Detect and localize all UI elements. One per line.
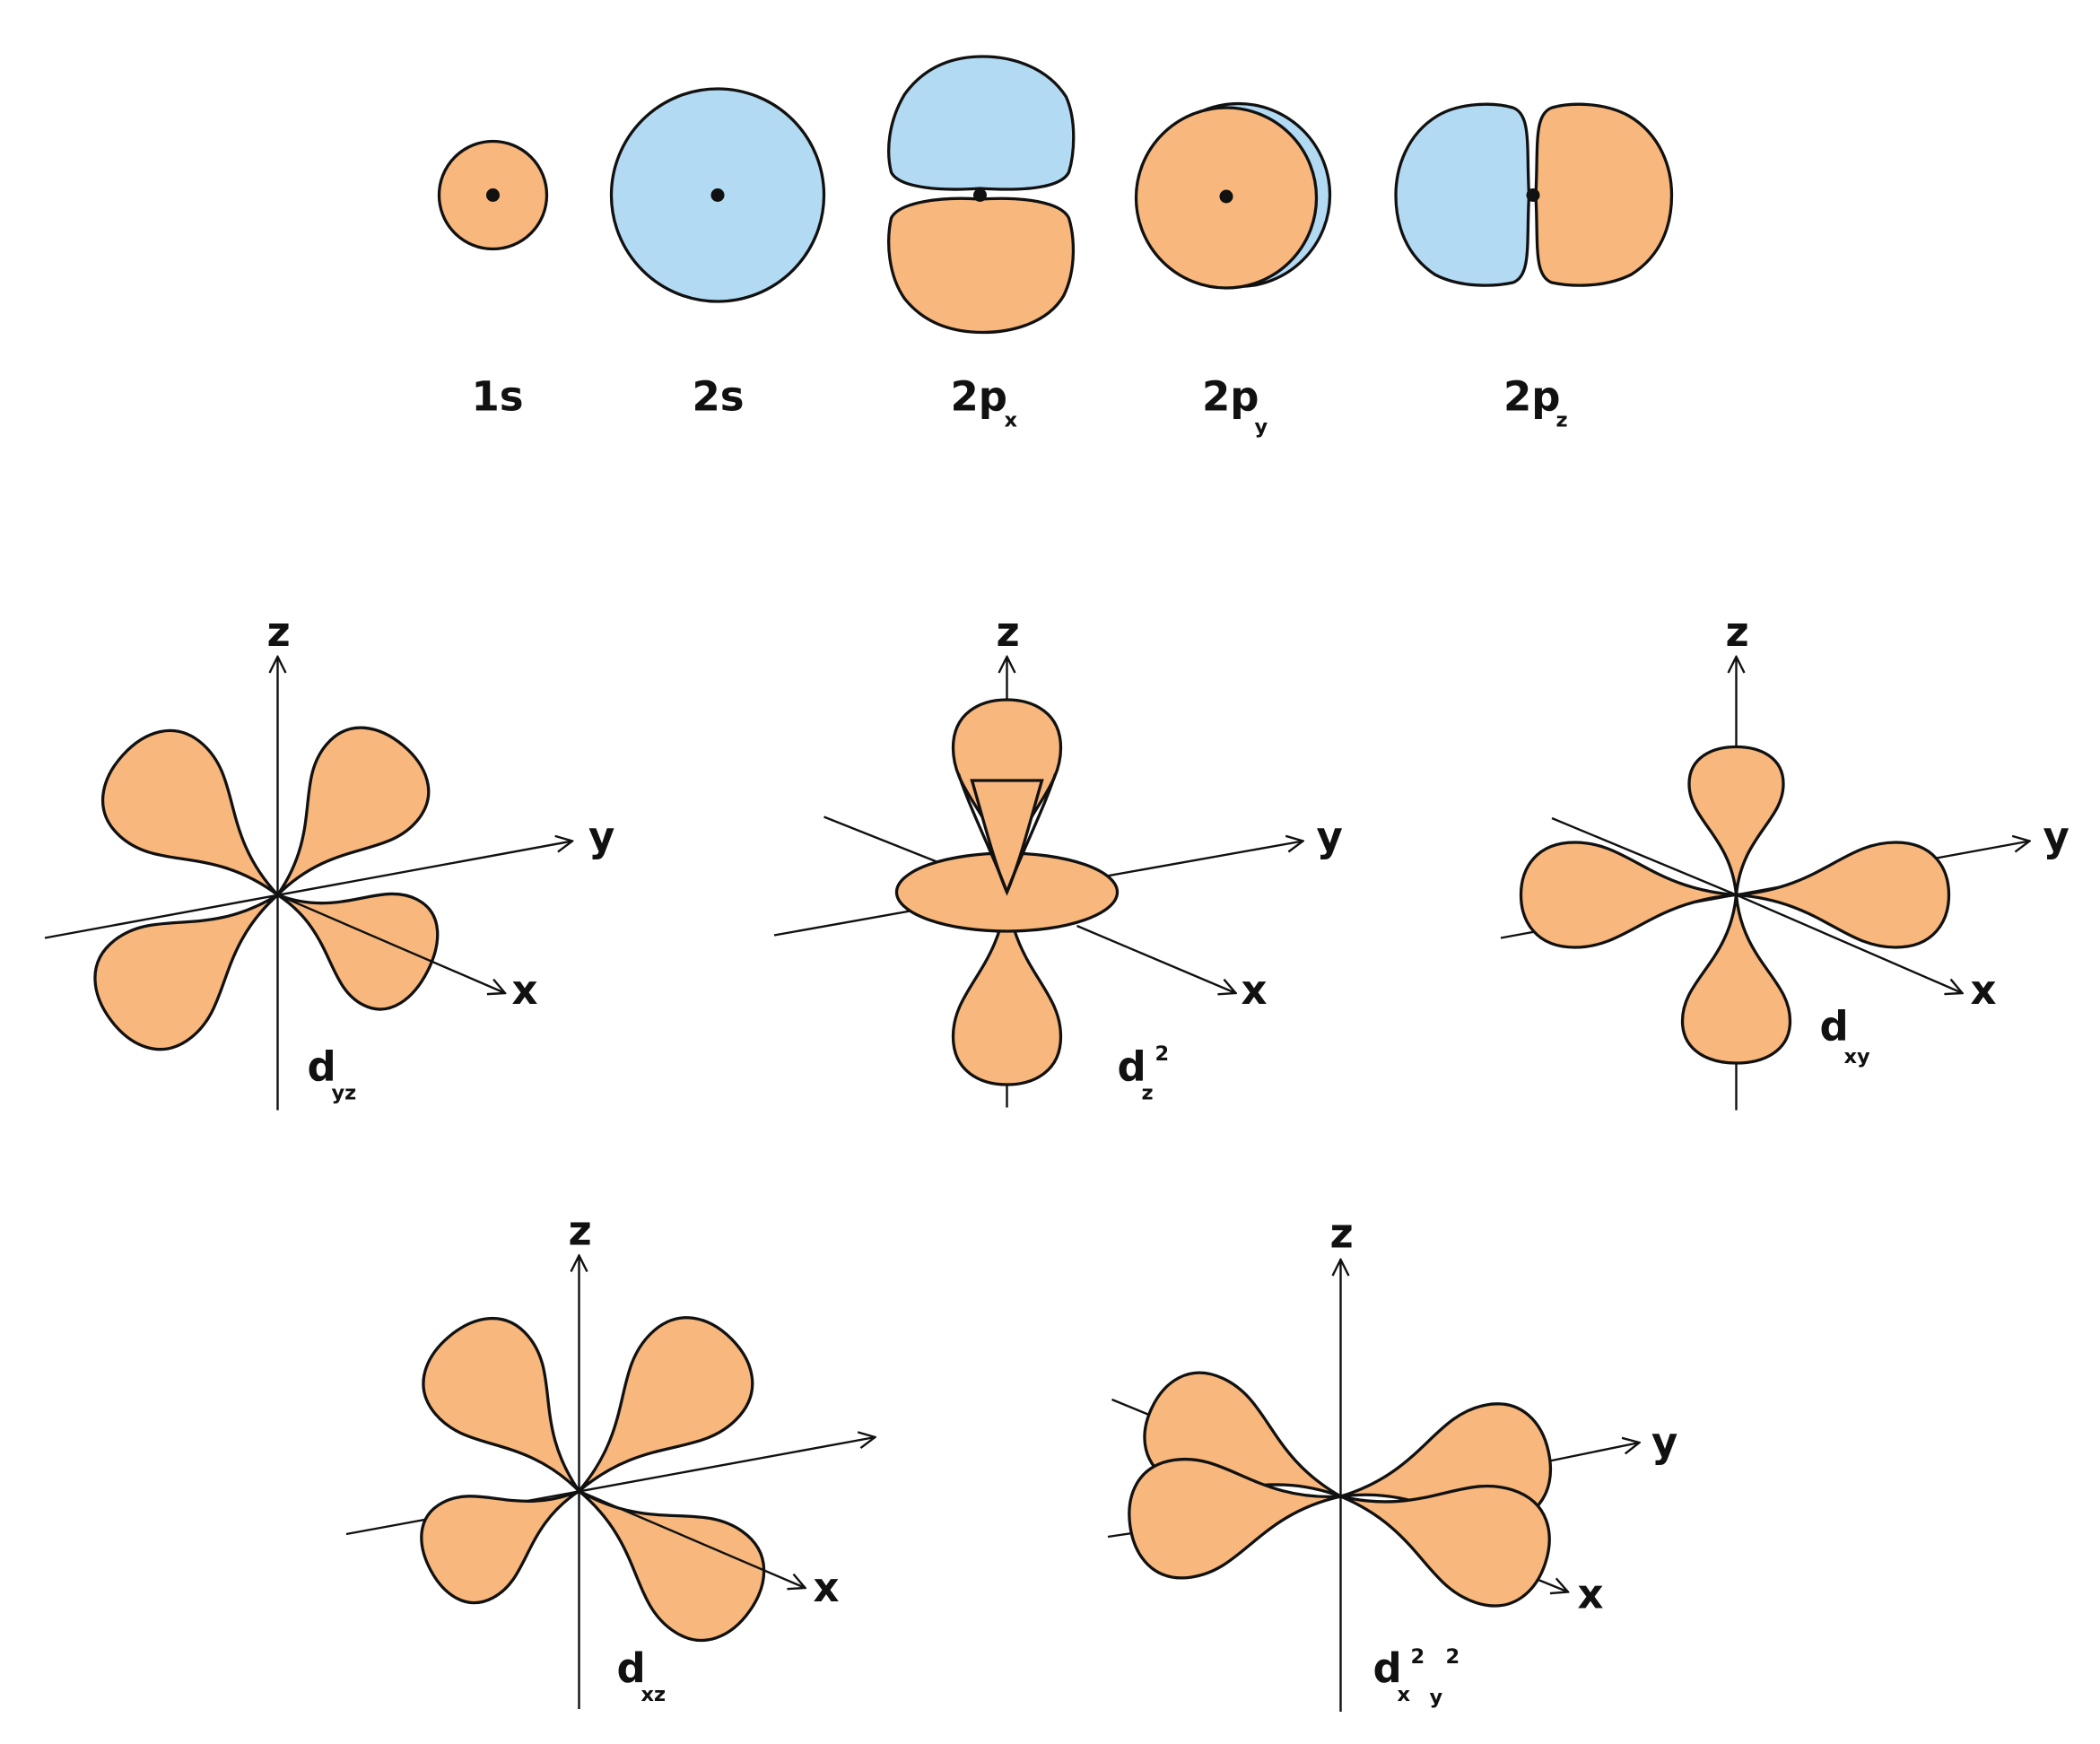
label-dz2: d xyxy=(1118,1043,1146,1091)
orbital-lobe xyxy=(420,1489,580,1605)
orbital-lobe xyxy=(1736,841,1951,949)
orbital-lobe xyxy=(1519,841,1737,949)
label-dz2-sup: 2 xyxy=(1155,1042,1170,1066)
orbital-lobe xyxy=(1128,1457,1341,1580)
label-1s: 1s xyxy=(472,373,524,421)
z-label: z xyxy=(1726,608,1749,656)
orbital-lobe xyxy=(422,1316,580,1493)
label-dxz-sub: xz xyxy=(641,1683,667,1706)
orbital-2pz: 2p z xyxy=(1394,102,1674,432)
label-2pz: 2p xyxy=(1503,373,1561,421)
label-2py-sub: y xyxy=(1255,415,1268,439)
orbital-lobe xyxy=(1680,894,1792,1065)
y-label: y xyxy=(1651,1418,1677,1466)
orbital-dxz: z x d xz xyxy=(345,1208,876,1709)
label-2pz-sub: z xyxy=(1556,409,1568,432)
y-axis xyxy=(44,841,572,939)
orbital-lobe xyxy=(276,726,431,896)
label-dyz-sub: yz xyxy=(332,1082,357,1105)
label-2py: 2p xyxy=(1202,373,1259,421)
label-dx2y2-sup1: 2 xyxy=(1411,1645,1425,1669)
z-label: z xyxy=(1330,1210,1354,1258)
label-dz2-sub: z xyxy=(1142,1082,1154,1105)
orbital-2py: 2p y xyxy=(1134,101,1332,439)
label-2s: 2s xyxy=(693,373,745,421)
y-label: y xyxy=(2043,813,2070,860)
z-label: z xyxy=(267,608,291,656)
x-axis xyxy=(277,894,506,994)
label-dxz: d xyxy=(617,1644,646,1692)
orbital-2s: 2s xyxy=(609,87,826,421)
orbital-lobe xyxy=(100,728,279,896)
y-label: y xyxy=(588,813,614,860)
label-2px: 2p xyxy=(951,373,1008,421)
x-label: x xyxy=(1971,966,1997,1014)
orbital-lobe xyxy=(1687,745,1785,895)
orbital-lobe xyxy=(276,892,440,1011)
z-label: z xyxy=(569,1208,592,1255)
x-label: x xyxy=(512,966,538,1014)
label-dx2y2-sub2: y xyxy=(1430,1686,1443,1709)
orbital-lobe xyxy=(578,1316,754,1493)
orbital-dx2y2: z y x d x 2 y 2 xyxy=(1107,1210,1677,1712)
orbital-dz2: z y x d z 2 xyxy=(773,608,1343,1108)
orbital-lobe xyxy=(578,1489,766,1642)
label-dxy: d xyxy=(1820,1003,1849,1051)
x-label: x xyxy=(1578,1571,1604,1618)
label-dx2y2-sub1: x xyxy=(1398,1683,1411,1706)
nucleus-dot xyxy=(710,188,725,202)
label-2px-sub: x xyxy=(1005,409,1018,432)
label-dx2y2: d xyxy=(1373,1644,1402,1692)
orbital-1s: 1s xyxy=(437,139,549,421)
label-dyz: d xyxy=(308,1043,336,1091)
orbital-lobe xyxy=(93,894,279,1051)
x-label: x xyxy=(814,1564,840,1611)
orbital-lobe xyxy=(951,892,1063,1086)
orbital-dyz: z y x d yz xyxy=(44,608,614,1111)
label-dxy-sub: xy xyxy=(1844,1045,1871,1068)
orbital-dxy: z y x d xy xyxy=(1500,608,2070,1111)
y-label: y xyxy=(1317,813,1343,860)
x-label: x xyxy=(1242,966,1268,1014)
orbital-2px: 2p x xyxy=(887,55,1076,432)
label-dx2y2-sup2: 2 xyxy=(1446,1645,1460,1669)
nucleus-dot xyxy=(486,188,500,202)
z-label: z xyxy=(997,608,1020,656)
orbital-lobe xyxy=(1339,1484,1551,1608)
